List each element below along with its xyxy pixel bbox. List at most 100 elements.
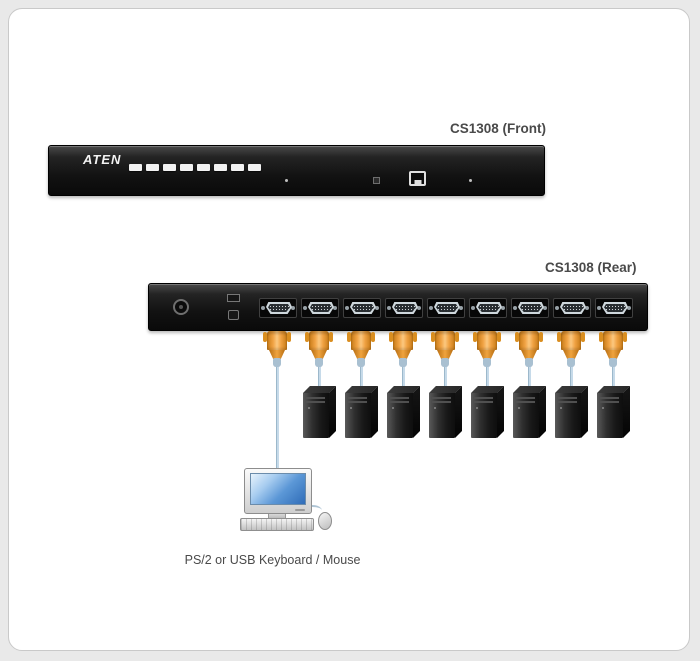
tower-power-led bbox=[518, 407, 520, 409]
sphd-connector bbox=[431, 331, 459, 367]
firmware-port-tab bbox=[414, 180, 421, 184]
console-mouse bbox=[318, 512, 332, 530]
screw-hole bbox=[333, 306, 337, 310]
screw-hole bbox=[345, 306, 349, 310]
pin-field bbox=[520, 304, 542, 312]
computer-tower bbox=[345, 386, 379, 438]
sphd-connector bbox=[389, 331, 417, 367]
sphd-connector bbox=[473, 331, 501, 367]
cable-boot bbox=[315, 358, 323, 367]
drive-bay bbox=[348, 397, 367, 399]
tower-front bbox=[555, 393, 581, 438]
tower-power-led bbox=[434, 407, 436, 409]
console-keyboard bbox=[240, 518, 314, 531]
tower-side bbox=[539, 386, 546, 438]
tower-top bbox=[429, 386, 462, 393]
thumbscrew bbox=[623, 332, 627, 342]
thumbscrew bbox=[371, 332, 375, 342]
mouse-cable bbox=[303, 505, 322, 516]
tower-side bbox=[413, 386, 420, 438]
tower-top bbox=[513, 386, 546, 393]
drive-bay bbox=[474, 401, 493, 403]
screw-hole bbox=[459, 306, 463, 310]
vga-port bbox=[427, 298, 465, 318]
tower-front bbox=[471, 393, 497, 438]
computer-tower bbox=[555, 386, 589, 438]
tower-top bbox=[345, 386, 378, 393]
console-cable bbox=[276, 360, 279, 470]
dsub-opening bbox=[518, 302, 544, 314]
thumbscrew bbox=[473, 332, 477, 342]
port-select-button bbox=[248, 164, 261, 171]
pin-field bbox=[352, 304, 374, 312]
drive-bay bbox=[390, 397, 409, 399]
thumbscrew bbox=[329, 332, 333, 342]
tower-front bbox=[597, 393, 623, 438]
tower-top bbox=[303, 386, 336, 393]
kvm-rear-panel bbox=[148, 283, 648, 331]
drive-bay bbox=[348, 401, 367, 403]
screw-hole bbox=[597, 306, 601, 310]
drive-bay bbox=[516, 397, 535, 399]
tower-top bbox=[471, 386, 504, 393]
screw-hole bbox=[261, 306, 265, 310]
thumbscrew bbox=[557, 332, 561, 342]
connector-hood bbox=[393, 331, 413, 350]
port-select-button bbox=[180, 164, 193, 171]
sphd-connector bbox=[515, 331, 543, 367]
pin-field bbox=[478, 304, 500, 312]
vga-port bbox=[511, 298, 549, 318]
rear-switch bbox=[227, 294, 240, 302]
drive-bay bbox=[306, 397, 325, 399]
thumbscrew bbox=[287, 332, 291, 342]
port-select-button bbox=[197, 164, 210, 171]
pin-field bbox=[604, 304, 626, 312]
thumbscrew bbox=[497, 332, 501, 342]
thumbscrew bbox=[263, 332, 267, 342]
screw-hole bbox=[543, 306, 547, 310]
pin-field bbox=[268, 304, 290, 312]
monitor-controls bbox=[295, 509, 305, 511]
computer-tower bbox=[429, 386, 463, 438]
screw-hole bbox=[513, 306, 517, 310]
screw-hole bbox=[303, 306, 307, 310]
drive-bay bbox=[600, 397, 619, 399]
connector-hood bbox=[435, 331, 455, 350]
tower-top bbox=[387, 386, 420, 393]
dsub-opening bbox=[560, 302, 586, 314]
kvm-cable bbox=[570, 360, 573, 396]
screw-hole bbox=[417, 306, 421, 310]
screw-hole bbox=[501, 306, 505, 310]
drive-bay bbox=[474, 397, 493, 399]
connector-taper bbox=[563, 350, 579, 359]
vga-port bbox=[553, 298, 591, 318]
thumbscrew bbox=[347, 332, 351, 342]
screw-hole bbox=[375, 306, 379, 310]
power-led bbox=[469, 179, 472, 182]
thumbscrew bbox=[431, 332, 435, 342]
computer-tower bbox=[513, 386, 547, 438]
sphd-connector bbox=[263, 331, 291, 367]
screw-hole bbox=[429, 306, 433, 310]
rear-console-port bbox=[228, 310, 239, 320]
front-panel-label: CS1308 (Front) bbox=[450, 121, 547, 136]
thumbscrew bbox=[455, 332, 459, 342]
computer-tower bbox=[303, 386, 337, 438]
tower-front bbox=[387, 393, 413, 438]
aten-logo: ATEN bbox=[83, 152, 122, 167]
kvm-cable bbox=[612, 360, 615, 396]
connector-taper bbox=[605, 350, 621, 359]
tower-power-led bbox=[350, 407, 352, 409]
screw-hole bbox=[387, 306, 391, 310]
tower-side bbox=[497, 386, 504, 438]
port-select-button bbox=[214, 164, 227, 171]
thumbscrew bbox=[413, 332, 417, 342]
port-select-button bbox=[146, 164, 159, 171]
kvm-cable bbox=[402, 360, 405, 396]
pin-field bbox=[310, 304, 332, 312]
thumbscrew bbox=[581, 332, 585, 342]
cable-boot bbox=[483, 358, 491, 367]
drive-bay bbox=[558, 397, 577, 399]
tower-power-led bbox=[392, 407, 394, 409]
